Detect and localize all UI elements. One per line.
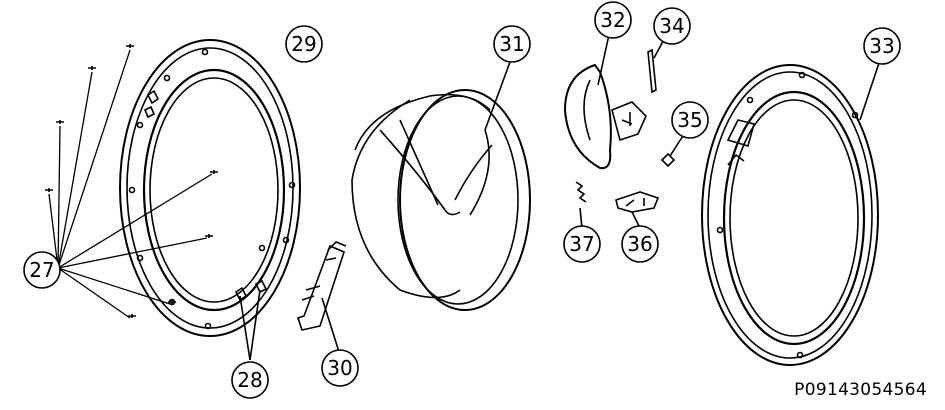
callout-34: 34: [653, 7, 691, 45]
svg-text:32: 32: [600, 8, 625, 32]
svg-text:33: 33: [869, 34, 894, 58]
callout-28: 28: [231, 361, 269, 399]
svg-text:27: 27: [29, 258, 54, 282]
door-glass: [351, 61, 531, 311]
callout-36: 36: [621, 225, 659, 263]
callout-labels: 27 28 29 30 31 32 34 35: [23, 1, 901, 399]
callout-30: 30: [321, 349, 359, 387]
svg-text:31: 31: [499, 32, 524, 56]
svg-text:35: 35: [677, 108, 702, 132]
svg-text:34: 34: [659, 14, 684, 38]
callout-31: 31: [493, 25, 531, 63]
svg-text:36: 36: [627, 232, 652, 256]
hinge-pins: [234, 279, 268, 361]
door-handle: [563, 29, 647, 170]
outer-door-frame: [701, 59, 881, 366]
callout-37: 37: [563, 225, 601, 263]
svg-text:37: 37: [569, 232, 594, 256]
callout-27-leaders: [48, 49, 213, 319]
spring-part: [575, 181, 587, 229]
door-hinge: [296, 241, 347, 356]
callout-33: 33: [863, 27, 901, 65]
callout-29: 29: [285, 25, 323, 63]
svg-text:29: 29: [291, 32, 316, 56]
svg-text:28: 28: [237, 368, 262, 392]
screws: [45, 44, 218, 318]
callout-27: 27: [23, 251, 61, 289]
callout-35: 35: [671, 101, 709, 139]
svg-text:30: 30: [327, 356, 352, 380]
callout-32: 32: [594, 1, 632, 39]
inner-door-frame: [119, 39, 301, 337]
lever-part: [615, 191, 660, 229]
reference-id: P09143054564: [794, 380, 927, 400]
